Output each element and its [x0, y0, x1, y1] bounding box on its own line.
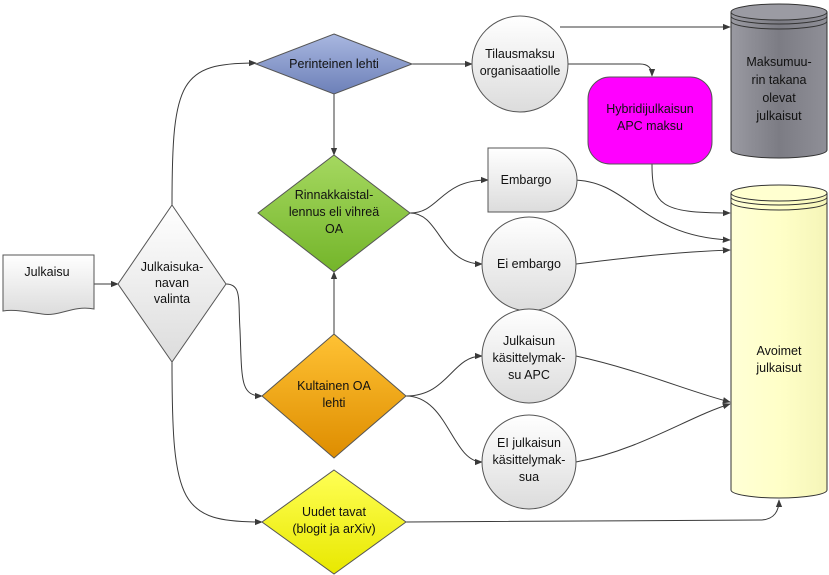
connector-kultainen-apc	[405, 352, 483, 397]
node-valinta: Julkaisuka- navan valinta	[117, 204, 227, 363]
connectors	[94, 23, 783, 526]
rinnakkais-diamond	[257, 154, 411, 273]
kultainen-label-2: lehti	[323, 396, 346, 410]
maksumuuri-label-1: Maksumuu-	[746, 55, 811, 69]
perinteinen-diamond	[254, 33, 414, 95]
node-ei-embargo: Ei embargo	[481, 216, 577, 312]
maksumuuri-label-4: julkaisut	[755, 109, 802, 123]
hybridi-label-1: Hybridijulkaisun	[606, 102, 694, 116]
connector-eiapc-avoimet	[575, 403, 731, 463]
uudet-label-1: Uudet tavat	[302, 505, 366, 519]
connector-embargo-avoimet	[571, 179, 731, 243]
uudet-diamond	[261, 469, 407, 575]
tilausmaksu-label-1: Tilausmaksu	[485, 47, 555, 61]
rinnakkais-label-1: Rinnakkaistal-	[295, 188, 374, 202]
hybridi-label-2: APC maksu	[617, 119, 683, 133]
apc-label-1: Julkaisun	[503, 334, 555, 348]
avoimet-top	[730, 184, 828, 202]
valinta-diamond	[117, 204, 227, 363]
kultainen-label-1: Kultainen OA	[297, 379, 371, 393]
ei-apc-label-2: käsittelymak-	[493, 453, 566, 467]
valinta-label-1: Julkaisuka-	[141, 260, 204, 274]
connector-rinnakkais-eiembargo	[409, 212, 483, 268]
avoimet-label-1: Avoimet	[757, 344, 802, 358]
node-maksumuuri: Maksumuu- rin takana olevat julkaisut	[730, 3, 828, 159]
maksumuuri-top	[730, 3, 828, 21]
avoimet-body	[730, 193, 828, 499]
maksumuuri-body	[730, 12, 828, 159]
connector-valinta-kultainen	[225, 283, 263, 400]
apc-label-3: su APC	[508, 368, 550, 382]
valinta-label-2: navan	[155, 276, 189, 290]
avoimet-rim-1	[730, 196, 828, 206]
kultainen-diamond	[261, 333, 407, 459]
apc-label-2: käsittelymak-	[493, 351, 566, 365]
node-avoimet: Avoimet julkaisut	[730, 184, 828, 499]
connector-apc-avoimet	[575, 355, 731, 404]
embargo-label: Embargo	[501, 173, 552, 187]
node-rinnakkais: Rinnakkaistal- lennus eli vihreä OA	[257, 154, 411, 273]
julkaisu-label: Julkaisu	[24, 265, 69, 279]
avoimet-rim-2	[730, 201, 828, 211]
connector-tilausmaksu-hybridi	[568, 63, 656, 77]
maksumuuri-rim-1	[730, 15, 828, 25]
uudet-label-2: (blogit ja arXiv)	[292, 522, 375, 536]
document-shape	[2, 254, 95, 315]
node-perinteinen: Perinteinen lehti	[254, 33, 414, 95]
tilausmaksu-circle	[471, 15, 569, 113]
node-uudet: Uudet tavat (blogit ja arXiv)	[261, 469, 407, 575]
perinteinen-label: Perinteinen lehti	[289, 57, 379, 71]
node-ei-apc: EI julkaisun käsittelymak- sua	[481, 414, 577, 510]
ei-apc-label-3: sua	[519, 470, 539, 484]
connector-hybridi-avoimet	[651, 163, 731, 217]
node-tilausmaksu: Tilausmaksu organisaatiolle	[471, 15, 569, 113]
node-julkaisu: Julkaisu	[2, 254, 95, 315]
connector-kultainen-eiapc	[405, 395, 483, 466]
valinta-label-3: valinta	[154, 292, 190, 306]
embargo-shape	[487, 147, 578, 213]
maksumuuri-rim-2	[730, 20, 828, 30]
node-embargo: Embargo	[487, 147, 578, 213]
maksumuuri-label-2: rin takana	[752, 73, 807, 87]
connector-valinta-uudet	[171, 361, 263, 526]
connector-valinta-perinteinen	[171, 59, 257, 206]
apc-circle	[481, 308, 577, 404]
tilausmaksu-label-2: organisaatiolle	[480, 64, 561, 78]
connector-rinnakkais-embargo	[409, 176, 489, 214]
ei-apc-circle	[481, 414, 577, 510]
rinnakkais-label-3: OA	[325, 222, 344, 236]
avoimet-label-2: julkaisut	[755, 361, 802, 375]
connector-eiembargo-avoimet	[575, 247, 731, 265]
hybridi-shape	[587, 76, 713, 165]
ei-apc-label-1: EI julkaisun	[497, 436, 561, 450]
node-hybridi: Hybridijulkaisun APC maksu	[587, 76, 713, 165]
maksumuuri-label-3: olevat	[762, 91, 796, 105]
ei-embargo-label: Ei embargo	[497, 257, 561, 271]
connector-uudet-avoimet	[405, 499, 783, 523]
node-kultainen: Kultainen OA lehti	[261, 333, 407, 459]
rinnakkais-label-2: lennus eli vihreä	[289, 205, 379, 219]
node-apc: Julkaisun käsittelymak- su APC	[481, 308, 577, 404]
